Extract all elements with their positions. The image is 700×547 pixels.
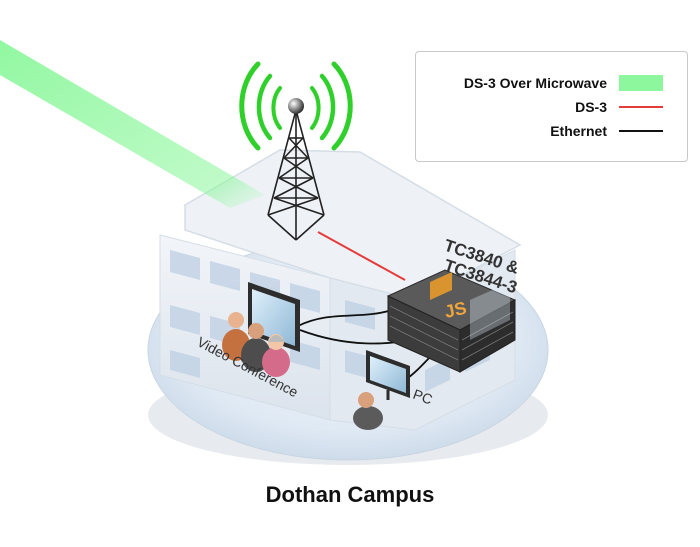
equipment-rack	[386, 269, 517, 373]
microwave-beam	[0, 40, 265, 208]
pc-label: PC	[411, 386, 435, 408]
signal-waves-icon	[239, 61, 353, 151]
legend-label: DS-3	[575, 99, 607, 115]
legend-item-ethernet: Ethernet	[550, 121, 663, 141]
microwave-swatch	[619, 75, 663, 91]
ds3-link	[317, 231, 406, 281]
conference-people-icon	[222, 312, 290, 377]
pc-monitor-icon	[366, 350, 410, 400]
legend-label: Ethernet	[550, 123, 607, 139]
pc-user-icon	[353, 392, 383, 430]
legend: DS-3 Over Microwave DS-3 Ethernet	[415, 51, 688, 162]
ds3-line-swatch	[619, 106, 663, 108]
antenna-tower-icon	[267, 109, 325, 241]
campus-title: Dothan Campus	[265, 482, 435, 507]
legend-item-ds3: DS-3	[575, 97, 663, 117]
legend-label: DS-3 Over Microwave	[463, 75, 607, 91]
equipment-logo: JS	[443, 298, 469, 322]
ethernet-line-swatch	[619, 130, 663, 132]
antenna-ball-icon	[288, 98, 304, 114]
legend-item-ds3-over-microwave: DS-3 Over Microwave	[464, 73, 663, 93]
